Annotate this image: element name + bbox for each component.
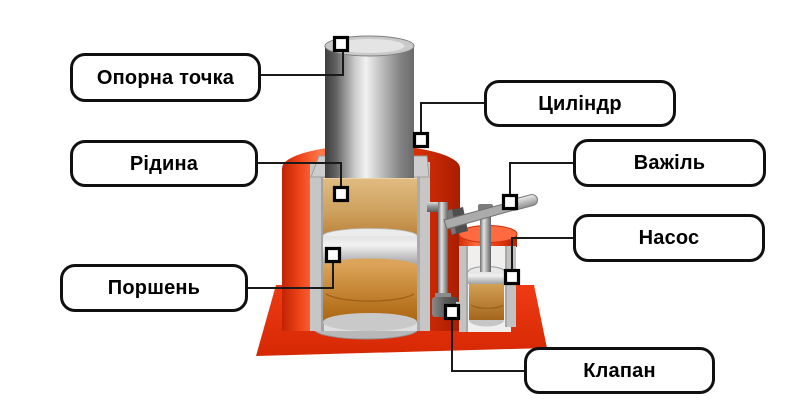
marker-valve [443,303,461,321]
lower-fluid [323,258,417,331]
label-cylinder: Циліндр [484,80,676,127]
fluid-chamber [323,171,417,236]
leader-line-cylinder [420,102,484,140]
marker-fluid [332,185,350,203]
label-pump: Насос [573,214,765,262]
label-fluid: Рідина [70,140,258,187]
label-valve: Клапан [524,347,715,394]
leader-line-piston [248,255,334,289]
leader-line-support-point [261,44,344,76]
label-lever: Важіль [573,139,766,187]
leader-line-pump [511,237,573,277]
label-support-point: Опорна точка [70,53,261,102]
marker-cylinder [412,131,430,149]
marker-piston [324,246,342,264]
leader-lines [248,44,573,372]
marker-pump [503,268,521,286]
leader-line-lever [509,162,573,202]
marker-support-point [332,35,350,53]
leader-line-fluid [258,162,342,194]
leader-line-valve [451,312,524,372]
marker-lever [501,193,519,211]
anchor-markers [324,35,521,321]
ram [324,35,415,178]
label-piston: Поршень [60,264,248,312]
pump-fluid [469,284,504,320]
